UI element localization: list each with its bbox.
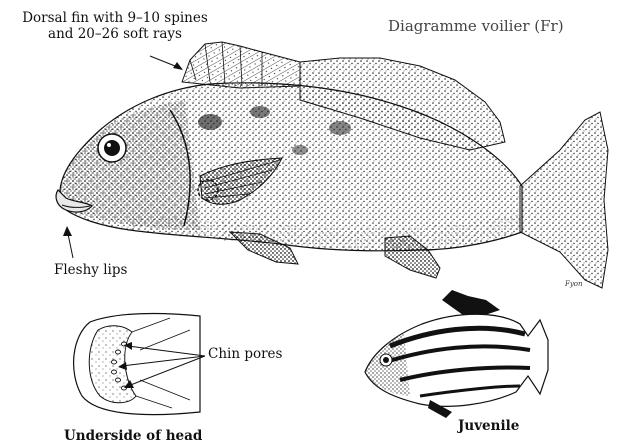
underside-head-diagram [74,314,205,415]
dorsal-fin-label: Dorsal fin with 9–10 spines and 20–26 so… [8,10,222,42]
caudal-fin [520,112,608,288]
dorsal-fin-label-line2: and 20–26 soft rays [8,26,222,42]
juvenile-fish [365,290,548,418]
underside-of-head-caption: Underside of head [64,428,202,444]
chin-pores-label: Chin pores [208,346,282,362]
fleshy-lips-label: Fleshy lips [54,262,127,278]
dorsal-fin-label-line1: Dorsal fin with 9–10 spines [8,10,222,26]
artist-signature: Fyon [564,280,583,288]
juvenile-caption: Juvenile [458,418,519,434]
french-diagram-label: Diagramme voilier (Fr) [388,18,564,34]
adult-fish [56,42,608,288]
